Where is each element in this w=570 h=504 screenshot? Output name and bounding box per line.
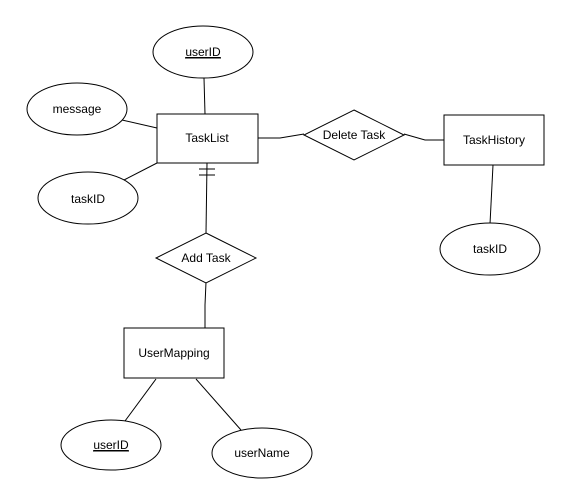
attribute-label-key: userID <box>93 438 129 452</box>
attribute-taskhistory-taskid[interactable]: taskID <box>439 222 541 276</box>
edge-tasklist-add-task <box>205 162 208 234</box>
edge-usermapping-userid <box>124 378 157 422</box>
attribute-label: taskID <box>71 192 105 206</box>
attribute-tasklist-message[interactable]: message <box>26 82 128 136</box>
edge-delete-task-taskhistory <box>403 133 444 141</box>
relationship-diamond <box>302 109 406 161</box>
attribute-ellipse <box>60 419 162 471</box>
entity-label: TaskList <box>185 131 229 145</box>
entity-usermapping[interactable]: UserMapping <box>123 327 225 379</box>
edge-tasklist-message <box>121 119 158 129</box>
relationship-add-task[interactable]: Add Task <box>154 232 258 284</box>
attribute-label: message <box>53 102 102 116</box>
attribute-usermapping-userid[interactable]: userID <box>60 419 162 471</box>
attribute-ellipse <box>211 427 313 479</box>
entity-label: TaskHistory <box>463 133 525 147</box>
attribute-tasklist-userid[interactable]: userID <box>152 25 254 79</box>
edge-tasklist-userid <box>203 77 206 115</box>
edge-usermapping-username <box>195 378 242 431</box>
entity-taskhistory[interactable]: TaskHistory <box>443 114 545 166</box>
attribute-label: taskID <box>473 242 507 256</box>
edge-tasklist-delete-task <box>258 133 305 139</box>
relationship-label: Add Task <box>181 251 231 265</box>
relationship-label: Delete Task <box>323 128 386 142</box>
attribute-usermapping-username[interactable]: userName <box>211 427 313 479</box>
relationship-delete-task[interactable]: Delete Task <box>302 109 406 161</box>
attribute-tasklist-taskid[interactable]: taskID <box>37 171 139 225</box>
entity-box <box>123 327 225 379</box>
connectors <box>121 77 494 431</box>
edge-taskhistory-taskid <box>489 164 494 225</box>
entity-label: UserMapping <box>138 346 209 360</box>
attribute-ellipse <box>26 82 128 136</box>
entity-tasklist[interactable]: TaskList <box>156 113 259 164</box>
entity-box <box>443 114 545 166</box>
relationship-diamond <box>154 232 258 284</box>
attribute-ellipse <box>439 222 541 276</box>
edge-tasklist-taskid <box>123 162 158 181</box>
attribute-ellipse <box>152 25 254 79</box>
entity-box <box>156 113 259 164</box>
attribute-label-key: userID <box>185 45 221 59</box>
attribute-label: userName <box>234 446 290 460</box>
attribute-ellipse <box>37 171 139 225</box>
edge-add-task-usermapping <box>204 281 207 328</box>
